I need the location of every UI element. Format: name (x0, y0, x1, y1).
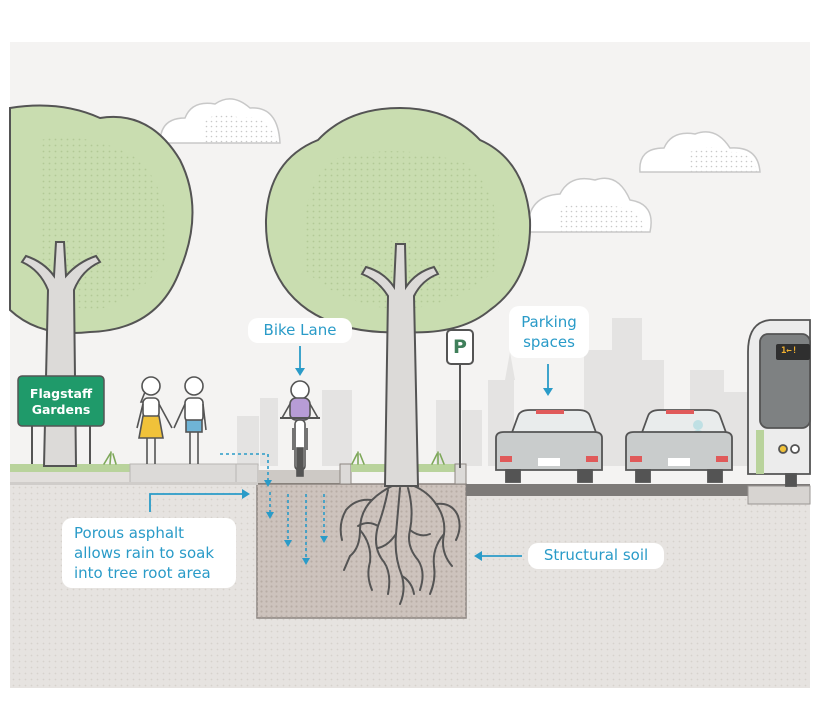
parking-sign-icon (446, 329, 474, 468)
bus-icon (747, 319, 811, 487)
tree-icon (264, 106, 532, 487)
flagstaff-sign (17, 375, 105, 464)
arrow-left-icon (474, 551, 522, 561)
arrow-down-icon (295, 346, 305, 376)
person-icon (173, 376, 207, 464)
parking-label-line-1: Parking (521, 313, 577, 331)
bike-lane-label: Bike Lane (248, 320, 352, 341)
tree-icon (9, 104, 194, 467)
porous-asphalt-label-line-1: Porous asphalt (74, 524, 185, 542)
parking-sign-letter: P (453, 336, 467, 358)
structural-soil-label: Structural soil (543, 546, 649, 564)
rain-arrow-icon (220, 453, 325, 558)
arrow-right-icon (149, 489, 250, 512)
cloud-icon (159, 98, 281, 144)
car-icon (625, 409, 733, 483)
cloud-icon (527, 177, 652, 233)
grass-tufts (103, 451, 445, 465)
car-icon (495, 409, 603, 483)
porous-asphalt-label-line-3: into tree root area (74, 564, 211, 582)
bus-destination-display: 1←! (781, 346, 798, 356)
sign-line-1: Flagstaff (29, 386, 93, 401)
footpath (129, 463, 259, 485)
parking-label-line-2: spaces (523, 333, 575, 351)
sign-line-2: Gardens (31, 402, 91, 417)
bike-lane-surface (258, 470, 344, 484)
porous-asphalt-callout (62, 518, 236, 588)
structural-soil-callout (528, 543, 664, 569)
person-icon (136, 376, 173, 464)
parking-callout (509, 306, 589, 358)
roots-icon (339, 485, 461, 605)
road (466, 484, 810, 496)
cloud-icon (639, 131, 761, 173)
kerb-left (339, 463, 352, 485)
grass-left (10, 464, 130, 472)
cyclist-icon (280, 380, 320, 477)
arrow-down-icon (543, 364, 553, 396)
porous-asphalt-label-line-2: allows rain to soak (74, 544, 215, 562)
